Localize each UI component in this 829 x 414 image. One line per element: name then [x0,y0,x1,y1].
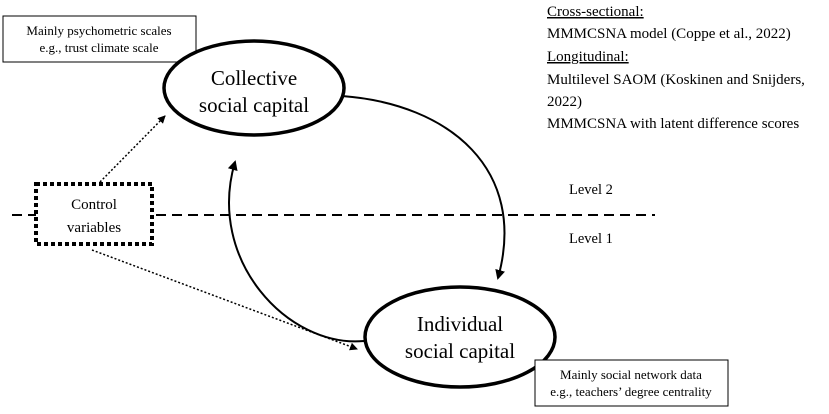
cross-sectional-heading: Cross-sectional: [547,4,644,20]
collective-label-line2: social capital [199,93,309,117]
individual-label-line2: social capital [405,339,515,363]
control-label-line1: Control [71,197,117,213]
network-note-box [534,359,729,407]
psychometric-note-line2: e.g., trust climate scale [39,40,158,55]
longitudinal-item2: MMMCSNA with latent difference scores [547,116,799,132]
control-label-line2: variables [67,220,121,236]
collective-to-individual-arrow [341,95,506,280]
control-variables-box [34,182,154,246]
longitudinal-item1-line2: 2022) [547,94,582,110]
control-to-individual-arrow [91,249,358,351]
individual-label-line1: Individual [417,312,503,336]
psychometric-note-line1: Mainly psychometric scales [26,23,171,38]
level-2-label: Level 2 [569,182,613,198]
individual-social-capital-node [363,285,557,389]
longitudinal-item1-line1: Multilevel SAOM (Koskinen and Snijders, [547,72,805,88]
level-1-label: Level 1 [569,231,613,247]
longitudinal-heading: Longitudinal: [547,49,629,65]
cross-sectional-item: MMMCSNA model (Coppe et al., 2022) [547,26,791,42]
network-note-line2: e.g., teachers’ degree centrality [550,384,712,399]
collective-social-capital-node [162,39,346,137]
network-note-line1: Mainly social network data [560,367,702,382]
collective-label-line1: Collective [211,66,297,90]
individual-to-collective-arrow [227,160,365,343]
psychometric-note-box [2,15,197,63]
control-to-collective-arrow [99,115,166,183]
